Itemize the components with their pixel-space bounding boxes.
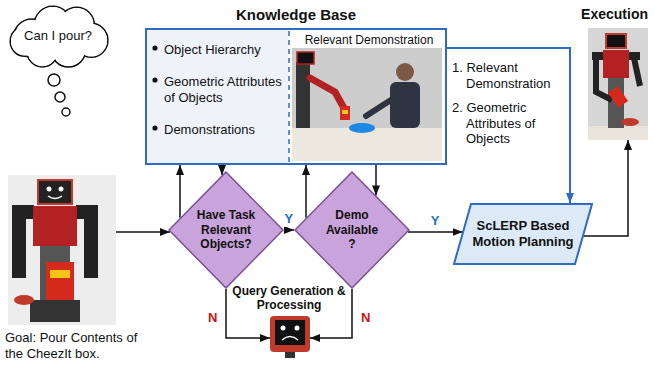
thought-dots	[62, 108, 70, 116]
robot-picture	[14, 295, 34, 305]
thought-dots	[55, 92, 65, 102]
connector-arrow	[179, 165, 181, 218]
box-heading: Knowledge Base	[147, 6, 445, 24]
stage-label: Query Generation & Processing	[229, 284, 349, 313]
panel-divider	[289, 31, 290, 163]
thought-text: Can I pour?	[16, 28, 100, 44]
connector-arrow	[408, 231, 463, 233]
demonstration-photo	[292, 128, 442, 161]
branch-label: N	[208, 310, 217, 326]
execution-picture	[588, 126, 648, 140]
demonstration-photo	[366, 98, 394, 116]
demonstration-photo	[349, 123, 375, 133]
robot-picture	[48, 196, 62, 199]
image-heading: Execution	[581, 6, 648, 23]
execution-picture	[608, 86, 628, 108]
demonstration-photo	[296, 62, 310, 128]
bullet-dot	[152, 45, 157, 130]
demonstration-photo	[310, 78, 345, 110]
demonstration-photo	[396, 63, 414, 81]
thought-dots	[48, 74, 70, 116]
robot-picture	[12, 205, 34, 219]
robot-picture	[30, 300, 80, 322]
bullet-item: Object Hierarchy	[164, 42, 288, 58]
diamond-outline	[169, 172, 283, 288]
robot-picture	[76, 205, 98, 219]
thought-bubble: Can I pour?	[6, 4, 110, 68]
decision-diamond: Demo Available ?	[294, 171, 410, 289]
execution-picture	[606, 34, 626, 48]
demonstration-photo	[390, 82, 420, 128]
bullet-dot	[152, 45, 157, 50]
parallelogram-outline	[454, 204, 592, 264]
decision-diamond: Have Task Relevant Objects?	[168, 171, 284, 289]
execution-picture	[588, 28, 648, 140]
branch-label: Y	[430, 213, 441, 229]
connector-arrow	[583, 140, 628, 236]
bullet-dot	[152, 77, 157, 82]
robot-picture	[33, 206, 77, 246]
process-text: ScLERP Based Motion Planning	[470, 218, 576, 249]
knowledge-panel-fill	[147, 30, 288, 163]
sad-robot-icon	[281, 326, 286, 331]
robot-picture	[46, 262, 74, 300]
output-note: 1. Relevant Demonstration	[452, 60, 564, 91]
bullet-dot	[152, 125, 157, 130]
diamond-outline	[295, 172, 409, 288]
robot-picture	[38, 180, 72, 204]
knowledge-base-box: Knowledge BaseObject HierarchyGeometric …	[145, 28, 447, 165]
robot-picture	[8, 175, 116, 325]
sad-robot-icon	[270, 316, 310, 352]
demonstration-photo	[340, 106, 350, 120]
execution-picture	[588, 28, 648, 140]
connector-arrow	[116, 231, 170, 233]
robot-picture	[47, 187, 52, 192]
connector-arrow	[375, 165, 377, 195]
sad-robot-icon	[275, 320, 305, 345]
sad-robot-icon	[270, 316, 310, 358]
bullet-item: Demonstrations	[164, 122, 288, 138]
decision-text: Have Task Relevant Objects?	[194, 208, 258, 251]
demonstration-photo	[292, 48, 442, 161]
sad-robot-icon	[295, 326, 300, 331]
execution-picture	[634, 58, 640, 86]
panel-caption: Relevant Demonstration	[294, 33, 444, 47]
robot-picture	[50, 270, 70, 278]
bullet-item: Geometric Attributes of Objects	[164, 74, 288, 105]
process-box: ScLERP Based Motion Planning	[453, 203, 593, 265]
robot-picture	[12, 218, 26, 278]
demonstration-photo	[292, 48, 442, 161]
branch-label: Y	[284, 211, 295, 227]
sad-robot-icon	[282, 337, 298, 341]
execution-picture	[603, 50, 629, 78]
connector-arrow	[221, 165, 223, 175]
robot-picture	[59, 187, 64, 192]
connector-arrow	[447, 48, 570, 203]
decision-text: Demo Available ?	[322, 208, 382, 251]
goal-caption: Goal: Pour Contents of the CheezIt box.	[5, 330, 141, 361]
knowledge-panel-fill	[147, 30, 288, 163]
execution-picture	[621, 118, 639, 126]
connector-arrow	[284, 229, 294, 231]
connector-arrow	[305, 165, 307, 218]
output-note: 2. Geometric Attributes of Objects	[452, 100, 564, 147]
robot-image-frame: Goal: Pour Contents of the CheezIt box.	[8, 175, 116, 325]
panel-divider	[288, 31, 290, 163]
demonstration-photo	[342, 110, 348, 114]
execution-image-frame: Execution	[588, 28, 648, 140]
robot-picture	[8, 175, 116, 325]
branch-label: N	[361, 310, 370, 326]
demonstration-photo	[297, 52, 314, 64]
robot-picture	[84, 218, 98, 278]
thought-dots	[48, 74, 60, 86]
